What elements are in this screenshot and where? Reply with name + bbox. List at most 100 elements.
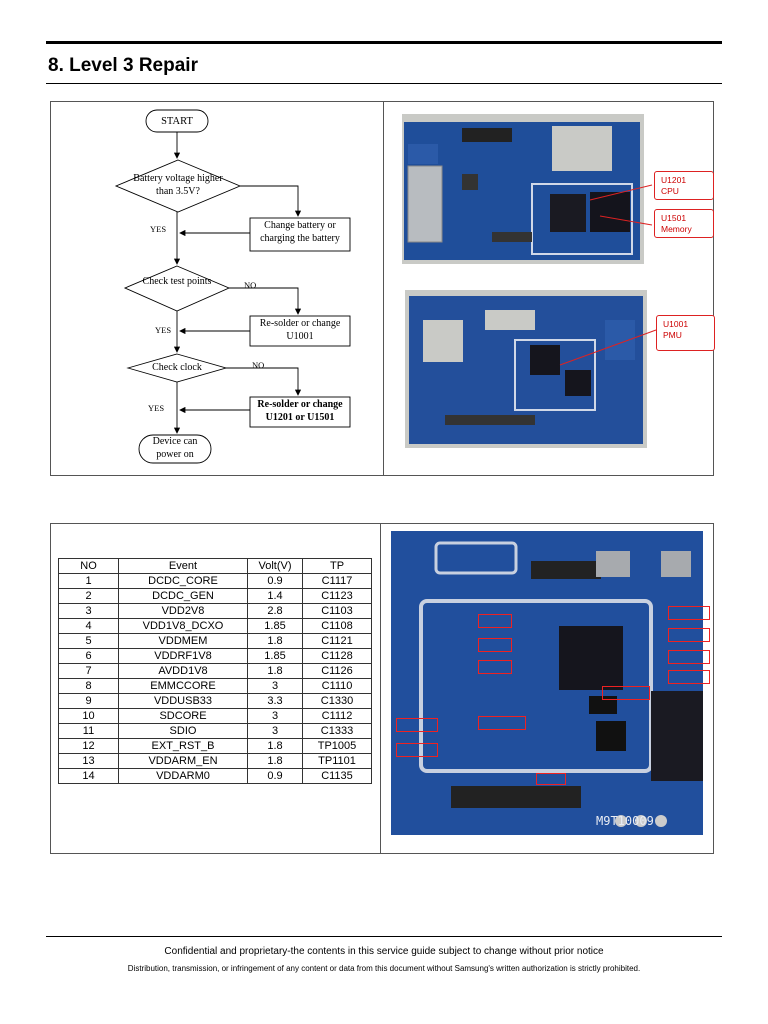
board-photo-closeup: M9T10009 — [391, 531, 703, 835]
table-cell: 6 — [58, 648, 119, 664]
table-cell: C1333 — [302, 723, 372, 739]
callout-marker — [478, 614, 512, 628]
table-cell: 1.8 — [247, 738, 303, 754]
table-cell: 8 — [58, 678, 119, 694]
footer-rule — [46, 936, 722, 937]
table-cell: VDD2V8 — [118, 603, 248, 619]
decision-battery — [114, 159, 242, 213]
table-cell: C1126 — [302, 663, 372, 679]
panel-divider — [383, 101, 384, 476]
table-cell: 1.8 — [247, 663, 303, 679]
table-cell: C1103 — [302, 603, 372, 619]
test-points-question: Check test points — [142, 276, 212, 287]
table-cell: 3 — [247, 723, 303, 739]
table-cell: 9 — [58, 693, 119, 709]
test-points-panel — [50, 523, 714, 854]
table-cell: TP1005 — [302, 738, 372, 754]
callout-marker — [668, 606, 710, 620]
table-cell: EMMCCORE — [118, 678, 248, 694]
col-event: Event — [118, 558, 248, 574]
callout-marker — [478, 660, 512, 674]
battery-question: Battery voltage higher than 3.5V? — [133, 173, 223, 197]
u1001-pmu-label: U1001 PMU — [656, 315, 715, 351]
end-terminal — [138, 434, 212, 464]
action-u1201 — [249, 396, 351, 428]
callout-marker — [478, 638, 512, 652]
callout-marker — [668, 628, 710, 642]
u1201-action: Re-solder or change U1201 or U1501 — [257, 399, 343, 423]
table-cell: SDIO — [118, 723, 248, 739]
table-cell: 14 — [58, 768, 119, 784]
yes-label-3: YES — [148, 403, 165, 413]
table-cell: C1123 — [302, 588, 372, 604]
table-cell: VDDARM_EN — [118, 753, 248, 769]
table-cell: 1.85 — [247, 618, 303, 634]
table-cell: 3 — [58, 603, 119, 619]
table-cell: 4 — [58, 618, 119, 634]
table-cell: 13 — [58, 753, 119, 769]
table-cell: EXT_RST_B — [118, 738, 248, 754]
table-cell: 2.8 — [247, 603, 303, 619]
table-cell: 3.3 — [247, 693, 303, 709]
no-label-1: NO — [244, 280, 257, 290]
table-cell: 0.9 — [247, 573, 303, 589]
u1201-cpu-label: U1201 CPU — [654, 171, 714, 201]
table-cell: 10 — [58, 708, 119, 724]
table-cell: 1.4 — [247, 588, 303, 604]
board-photo-front — [402, 114, 644, 264]
u1001-action: Re-solder or change U1001 — [259, 318, 341, 342]
col-no: NO — [58, 558, 119, 574]
table-cell: C1121 — [302, 633, 372, 649]
table-cell: 5 — [58, 633, 119, 649]
table-cell: C1112 — [302, 708, 372, 724]
table-cell: 1 — [58, 573, 119, 589]
table-cell: C1108 — [302, 618, 372, 634]
title-rule — [46, 83, 722, 84]
board-marking: M9T10009 — [596, 814, 654, 828]
table-header-row: NO Event Volt(V) TP — [58, 558, 372, 574]
table-cell: TP1101 — [302, 753, 372, 769]
table-cell: C1128 — [302, 648, 372, 664]
start-label: START — [161, 116, 193, 127]
action-battery — [249, 217, 351, 252]
table-cell: C1330 — [302, 693, 372, 709]
footer-confidential: Confidential and proprietary-the content… — [164, 946, 604, 957]
col-volt: Volt(V) — [247, 558, 303, 574]
battery-action: Change battery or charging the battery — [260, 220, 340, 244]
table-cell: 7 — [58, 663, 119, 679]
action-u1001 — [249, 315, 351, 347]
table-cell: 0.9 — [247, 768, 303, 784]
table-cell: VDDARM0 — [118, 768, 248, 784]
yes-label-2: YES — [155, 325, 172, 335]
table-cell: VDDMEM — [118, 633, 248, 649]
footer-distribution: Distribution, transmission, or infringem… — [127, 964, 641, 973]
board-photo-back — [405, 290, 647, 448]
table-cell: VDDUSB33 — [118, 693, 248, 709]
panel-divider-2 — [380, 523, 381, 854]
table-cell: 1.8 — [247, 633, 303, 649]
table-cell: 12 — [58, 738, 119, 754]
callout-marker — [668, 650, 710, 664]
flowchart-panel — [50, 101, 714, 476]
table-cell: SDCORE — [118, 708, 248, 724]
col-tp: TP — [302, 558, 372, 574]
table-cell: VDDRF1V8 — [118, 648, 248, 664]
table-cell: 2 — [58, 588, 119, 604]
table-cell: 11 — [58, 723, 119, 739]
callout-marker — [602, 686, 650, 700]
table-cell: AVDD1V8 — [118, 663, 248, 679]
yes-label-1: YES — [150, 224, 167, 234]
